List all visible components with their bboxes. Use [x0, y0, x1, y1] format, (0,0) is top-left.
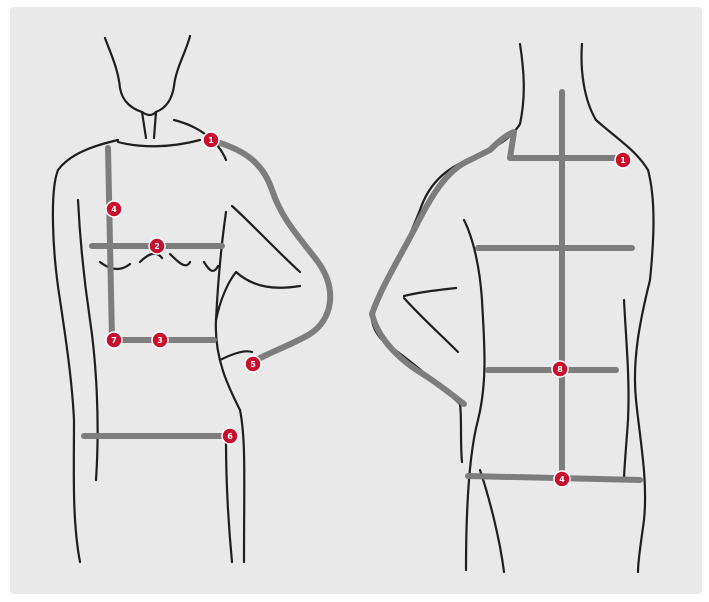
front-hip-marker: 6 — [222, 428, 238, 444]
front-bust-marker-label: 2 — [154, 242, 160, 251]
front-underbust-left-marker-label: 7 — [111, 336, 117, 345]
back-tapes — [372, 92, 640, 482]
front-figure — [53, 36, 330, 562]
front-figure-outline — [53, 36, 300, 562]
front-shoulder-arm-tape — [210, 140, 330, 364]
front-shoulder-marker: 1 — [203, 132, 219, 148]
front-length-marker: 4 — [106, 201, 122, 217]
front-arm-marker-label: 5 — [250, 360, 256, 369]
front-underbust-left-marker: 7 — [106, 332, 122, 348]
back-shoulder-marker: 1 — [615, 152, 631, 168]
back-figure-outline — [372, 44, 654, 572]
front-shoulder-marker-label: 1 — [208, 136, 214, 145]
front-underbust-right-marker: 3 — [152, 332, 168, 348]
back-hip-marker: 4 — [554, 471, 570, 487]
front-underbust-right-marker-label: 3 — [157, 336, 163, 345]
back-figure — [372, 44, 654, 572]
back-waist-marker-label: 8 — [557, 365, 563, 374]
back-shoulder-tape — [372, 132, 626, 314]
back-waist-marker: 8 — [552, 361, 568, 377]
front-hip-marker-label: 6 — [227, 432, 233, 441]
front-arm-marker: 5 — [245, 356, 261, 372]
front-length-marker-label: 4 — [111, 205, 117, 214]
front-bust-marker: 2 — [149, 238, 165, 254]
back-shoulder-marker-label: 1 — [620, 156, 626, 165]
back-hip-marker-label: 4 — [559, 475, 565, 484]
back-arm-tape — [372, 314, 464, 404]
